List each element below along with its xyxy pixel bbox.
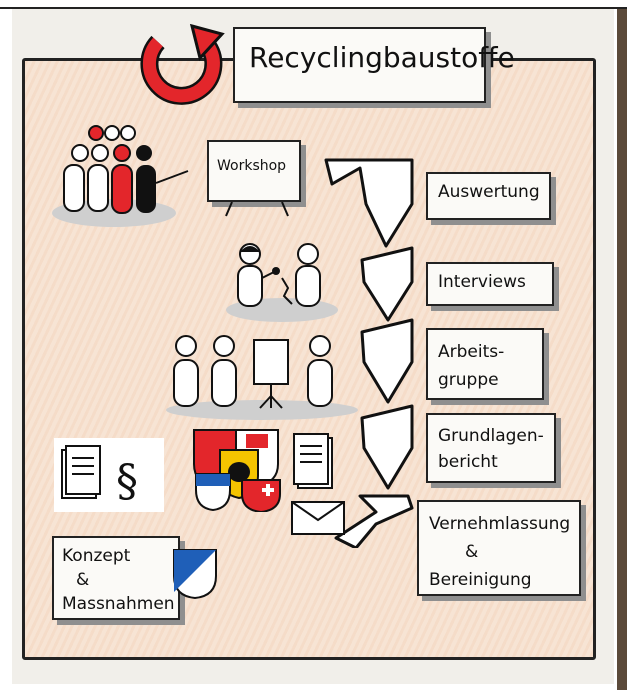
workshop-people-icon xyxy=(52,125,189,227)
title-card: Recyclingbaustoffe xyxy=(233,27,515,103)
recycle-icon xyxy=(140,24,225,105)
workshop-board: Workshop xyxy=(207,140,301,202)
step-label-line3: Bereinigung xyxy=(429,570,532,590)
process-arrow xyxy=(324,158,414,548)
paragraph-symbol: § xyxy=(116,456,138,507)
step-label-line2: bericht xyxy=(438,452,498,472)
konzept-line2: & xyxy=(76,570,90,590)
workshop-label: Workshop xyxy=(217,158,287,174)
step-vernehmlassung: Vernehmlassung & Bereinigung xyxy=(417,500,581,596)
board-stand-icon xyxy=(225,202,289,217)
documents-icon: § xyxy=(54,438,164,512)
step-label-line1: Grundlagen- xyxy=(438,426,544,446)
zurich-flag-icon xyxy=(173,549,217,600)
step-label: Auswertung xyxy=(438,182,540,202)
step-label-line1: Vernehmlassung xyxy=(429,514,571,534)
konzept-line3: Massnahmen xyxy=(62,594,175,614)
step-grundlagenbericht: Grundlagen- bericht xyxy=(426,413,556,483)
step-interviews: Interviews xyxy=(426,262,554,306)
konzept-card: Konzept & Massnahmen xyxy=(52,536,180,620)
background-wall xyxy=(617,9,627,690)
konzept-line1: Konzept xyxy=(62,546,131,566)
envelope-icon xyxy=(291,501,345,535)
step-arbeitsgruppe: Arbeits- gruppe xyxy=(426,328,544,400)
photo-top-border xyxy=(0,7,627,9)
step-label-line2: gruppe xyxy=(438,370,499,390)
step-label: Interviews xyxy=(438,272,526,292)
step-auswertung: Auswertung xyxy=(426,172,551,220)
interview-icon xyxy=(226,243,338,322)
working-group-icon xyxy=(166,335,358,420)
step-label-line1: Arbeits- xyxy=(438,342,505,362)
step-label-line2: & xyxy=(465,542,479,562)
report-documents-icon xyxy=(293,433,333,489)
coats-of-arms-icon xyxy=(193,429,281,512)
page-title: Recyclingbaustoffe xyxy=(249,41,515,74)
